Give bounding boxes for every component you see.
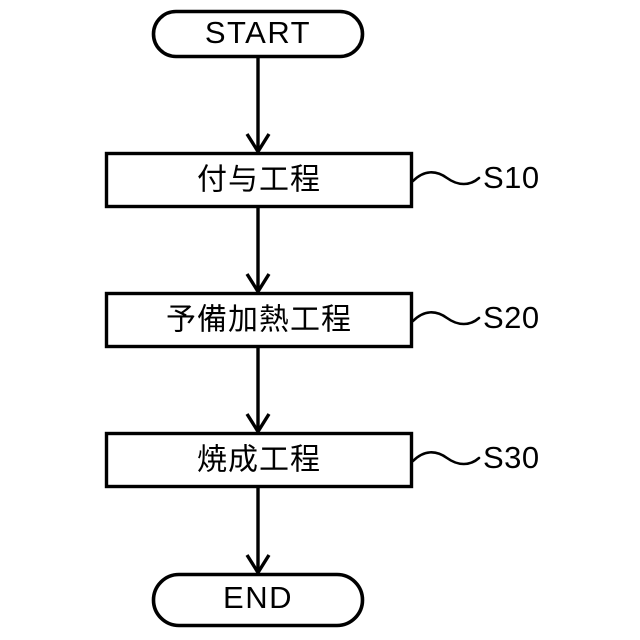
flow-node-s10[interactable]: 付与工程 (104, 151, 414, 209)
start-terminal-shape (151, 9, 365, 59)
start-terminal-label: START (205, 15, 311, 50)
end-terminal-label: END (223, 580, 293, 615)
leader-line-s20 (411, 311, 481, 326)
process-box-s10-label: 付与工程 (197, 163, 321, 198)
flow-node-s30[interactable]: 焼成工程 (104, 431, 414, 489)
end-terminal-shape (151, 572, 365, 628)
flow-node-s20[interactable]: 予備加熱工程 (104, 291, 414, 349)
step-id-label-s30: S30 (483, 440, 540, 475)
down-arrow-icon-4 (245, 554, 271, 576)
process-box-s10 (104, 151, 414, 209)
process-box-s20-label: 予備加熱工程 (166, 303, 352, 338)
leader-line-s10 (411, 171, 481, 186)
down-arrow-icon-3 (245, 413, 271, 435)
down-arrow-icon-1 (245, 133, 271, 155)
connector-s30-to-end (245, 487, 271, 576)
step-id-label-s10: S10 (483, 160, 540, 195)
process-box-s20 (104, 291, 414, 349)
leader-line-s30 (411, 451, 481, 466)
connector-s10-to-s20 (245, 207, 271, 295)
down-arrow-icon-2 (245, 273, 271, 295)
flow-node-end[interactable]: END (151, 572, 365, 628)
step-callout-s30: S30 (411, 440, 540, 475)
process-box-s30-label: 焼成工程 (197, 443, 321, 478)
step-callout-s20: S20 (411, 300, 540, 335)
step-callout-s10: S10 (411, 160, 540, 195)
process-box-s30 (104, 431, 414, 489)
connector-s20-to-s30 (245, 347, 271, 435)
step-id-label-s20: S20 (483, 300, 540, 335)
flow-node-start[interactable]: START (151, 9, 365, 59)
connector-start-to-s10 (245, 57, 271, 155)
